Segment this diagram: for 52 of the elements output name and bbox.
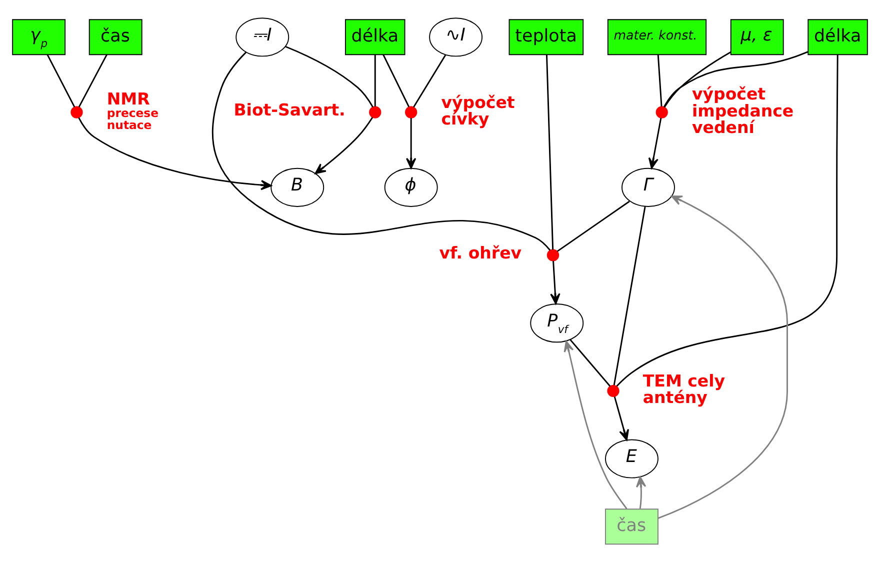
arrow: [78, 116, 272, 190]
connector: [556, 200, 630, 252]
node-circle: [369, 106, 382, 118]
node-circle: [405, 106, 418, 118]
node-ellipse: E: [605, 438, 658, 478]
connector: [570, 338, 611, 386]
connector: [46, 54, 76, 107]
node-label: TEM cely antény: [642, 371, 726, 407]
connector: [546, 54, 554, 250]
node-box: délka: [808, 18, 868, 55]
arrow: [314, 116, 374, 174]
node-circle: [656, 106, 668, 118]
arrow: [648, 117, 662, 168]
node-box: μ, ε: [730, 18, 784, 55]
node-label: výpočet impedance vedení: [692, 84, 794, 136]
node-ellipse: Γ: [622, 167, 675, 206]
arrow: [406, 118, 416, 168]
node-box: mater. konst.: [607, 18, 707, 55]
node-ellipse: ϕ: [384, 167, 438, 206]
connector: [413, 54, 446, 107]
node-label: NMR: [106, 89, 150, 108]
arrow: [658, 195, 788, 518]
node-box: čas: [605, 508, 658, 544]
node-label: Biot-Savart.: [234, 100, 346, 119]
node-ellipse: ⎓I: [236, 17, 290, 56]
node-circle: [70, 106, 83, 118]
arrow: [564, 340, 628, 509]
connector: [613, 206, 646, 385]
node-ellipse: ∿I: [429, 17, 483, 56]
node-box: čas: [88, 18, 142, 55]
node-circle: [607, 384, 620, 396]
connector: [616, 54, 838, 386]
connector: [664, 50, 732, 108]
node-circle: [546, 248, 560, 261]
node-label: výpočet cívky: [441, 92, 515, 128]
connector: [374, 54, 376, 106]
node-box: teplota: [508, 18, 584, 55]
arrow: [636, 476, 646, 508]
node-label: precese nutace: [106, 106, 159, 132]
node-ellipse: P$_{vf}$: [530, 303, 584, 342]
connector: [78, 54, 108, 107]
node-label: vf. ohřev: [439, 242, 522, 262]
connector: [663, 50, 808, 107]
node-box: γ$_{p}$: [12, 18, 66, 55]
node-ellipse: B: [270, 167, 324, 206]
connector: [657, 54, 662, 106]
connector: [285, 45, 374, 107]
arrow: [550, 260, 560, 304]
connector: [382, 54, 410, 107]
arrow: [614, 396, 630, 440]
node-box: délka: [345, 18, 406, 55]
connector: [212, 51, 551, 250]
